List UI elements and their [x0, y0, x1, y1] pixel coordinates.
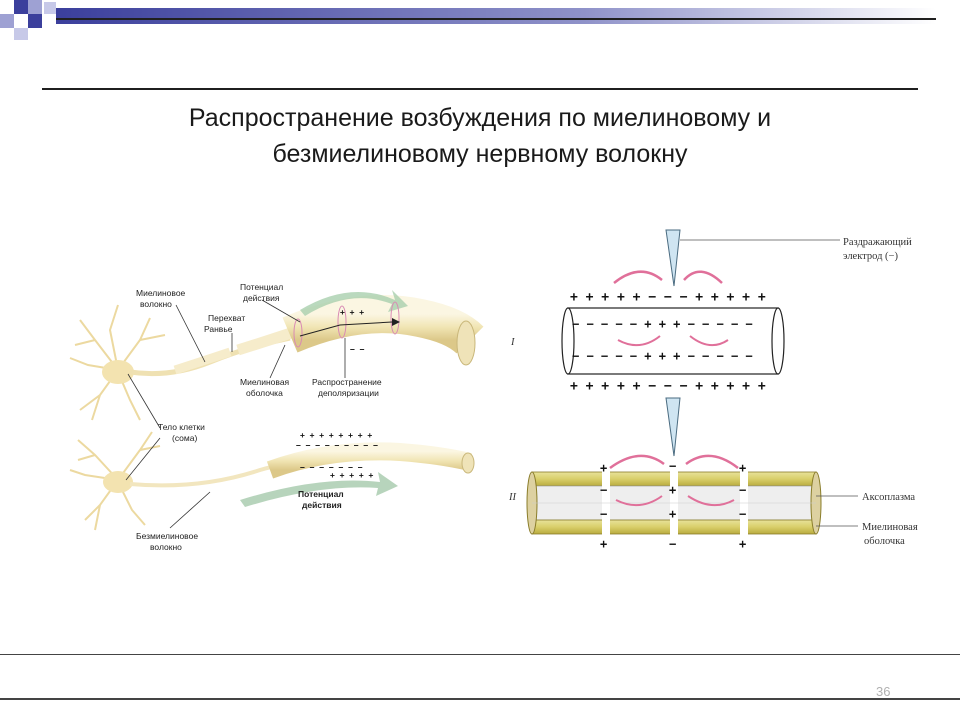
- label-unmyelin-1: Безмиелиновое: [136, 531, 198, 541]
- svg-text:−: −: [669, 459, 676, 473]
- depolarization-arrowhead: [392, 318, 400, 326]
- label-myelin-sheath-1: Миелиновая: [240, 377, 290, 387]
- electrode-1: [665, 229, 681, 287]
- inner-arrow-4: [687, 495, 735, 507]
- current-arrow-1: [613, 270, 663, 284]
- label-spread-2: деполяризации: [318, 388, 379, 398]
- current-arrow-3: [609, 454, 665, 470]
- myelin-fiber-main: [282, 295, 484, 355]
- left-neuron-diagram: + + + − − + + + + + + + + − − − − − − − …: [69, 282, 484, 552]
- label-soma-2: (сома): [172, 433, 197, 443]
- ranvier-node-3: [390, 301, 400, 335]
- label-ranvier-2: Ранвье: [204, 324, 233, 334]
- label-action-potential-1: Потенциал: [240, 282, 283, 292]
- label-electrode-2: электрод (−): [843, 251, 898, 262]
- label-myelin-fiber-2: волокно: [140, 299, 172, 309]
- svg-text:+: +: [600, 537, 607, 551]
- charges-top-outer: + + + + + − − − + + + + +: [570, 290, 766, 305]
- charges-inner-1: − − − − − + + + − − − − −: [572, 317, 753, 331]
- label-roman-2: II: [508, 492, 516, 503]
- svg-text:− − − − − − −: − − − − − − −: [300, 463, 363, 472]
- label-axoplasm: Аксоплазма: [862, 492, 915, 503]
- svg-text:−: −: [600, 483, 607, 497]
- charges-inner-2: − − − − − + + + − − − − −: [572, 349, 753, 363]
- svg-text:+: +: [600, 461, 607, 475]
- title-divider: [42, 88, 918, 90]
- slide-title: Распространение возбуждения по миелиново…: [100, 100, 860, 172]
- svg-text:− −: − −: [350, 345, 365, 354]
- svg-text:− − − − − − − − −: − − − − − − − − −: [296, 441, 378, 450]
- label-ap2-2: действия: [302, 500, 342, 510]
- svg-text:−: −: [739, 507, 746, 521]
- myelin-fiber-segment-a: [173, 347, 232, 375]
- header-decoration: [0, 0, 936, 40]
- label-sheath-2: оболочка: [864, 536, 905, 547]
- label-unmyelin-2: волокно: [150, 542, 182, 552]
- current-arrow-2: [683, 270, 723, 284]
- label-myelin-fiber-1: Миелиновое: [136, 288, 186, 298]
- label-sheath-1: Миелиновая: [862, 522, 918, 533]
- svg-text:+ + +: + + +: [340, 308, 364, 317]
- cylinder-1-left-cap: [561, 307, 575, 375]
- charges-bottom-outer: + + + + + − − − + + + + +: [570, 379, 766, 394]
- right-axon-diagram: Раздражающий электрод (−) I + + + + + − …: [508, 229, 918, 551]
- svg-text:+: +: [669, 507, 676, 521]
- svg-text:−: −: [600, 507, 607, 521]
- svg-text:+ + + + +: + + + + +: [330, 471, 374, 480]
- svg-text:+: +: [739, 461, 746, 475]
- axon-cylinder-1: [567, 307, 779, 375]
- label-action-potential-2: действия: [243, 293, 280, 303]
- neuron-2-soma: [103, 471, 133, 493]
- title-line-2: безмиелиновому нервному волокну: [272, 140, 688, 168]
- green-arrow-bottom: [240, 472, 398, 507]
- svg-text:+: +: [739, 537, 746, 551]
- footer-divider-bottom: [0, 698, 960, 700]
- fiber-end: [456, 320, 476, 366]
- label-electrode-1: Раздражающий: [843, 237, 912, 248]
- ranvier-node-2: [337, 305, 347, 339]
- neuron-1-soma: [102, 360, 134, 384]
- label-myelin-sheath-2: оболочка: [246, 388, 283, 398]
- current-arrow-4: [685, 454, 739, 469]
- leader-lines: [125, 299, 346, 529]
- neuron-1-dendrites: [69, 304, 166, 421]
- label-ap2-1: Потенциал: [298, 489, 344, 499]
- inner-arrow-2: [689, 335, 729, 347]
- svg-text:+: +: [669, 483, 676, 497]
- fiber-end-2: [461, 452, 475, 474]
- label-roman-1: I: [510, 337, 515, 348]
- svg-text:−: −: [739, 483, 746, 497]
- electrode-2: [665, 397, 681, 457]
- footer-divider-top: [0, 654, 960, 655]
- label-soma-1: Тело клетки: [158, 422, 205, 432]
- cylinder-1-right-cap: [771, 307, 785, 375]
- ranvier-node-1: [293, 318, 303, 348]
- svg-text:+ + + + + + + +: + + + + + + + +: [300, 431, 372, 440]
- unmyelinated-fiber: [266, 442, 473, 479]
- title-line-1: Распространение возбуждения по миелиново…: [188, 104, 772, 132]
- page-number: 36: [876, 684, 891, 699]
- neuron-2-dendrites: [69, 431, 161, 531]
- inner-arrow-3: [615, 495, 663, 507]
- label-spread-1: Распространение: [312, 377, 382, 387]
- label-ranvier-1: Перехват: [208, 313, 245, 323]
- inner-arrow-1: [617, 335, 661, 347]
- svg-text:−: −: [669, 537, 676, 551]
- green-arrow-top: [300, 290, 408, 316]
- depolarization-arrow: [299, 321, 393, 337]
